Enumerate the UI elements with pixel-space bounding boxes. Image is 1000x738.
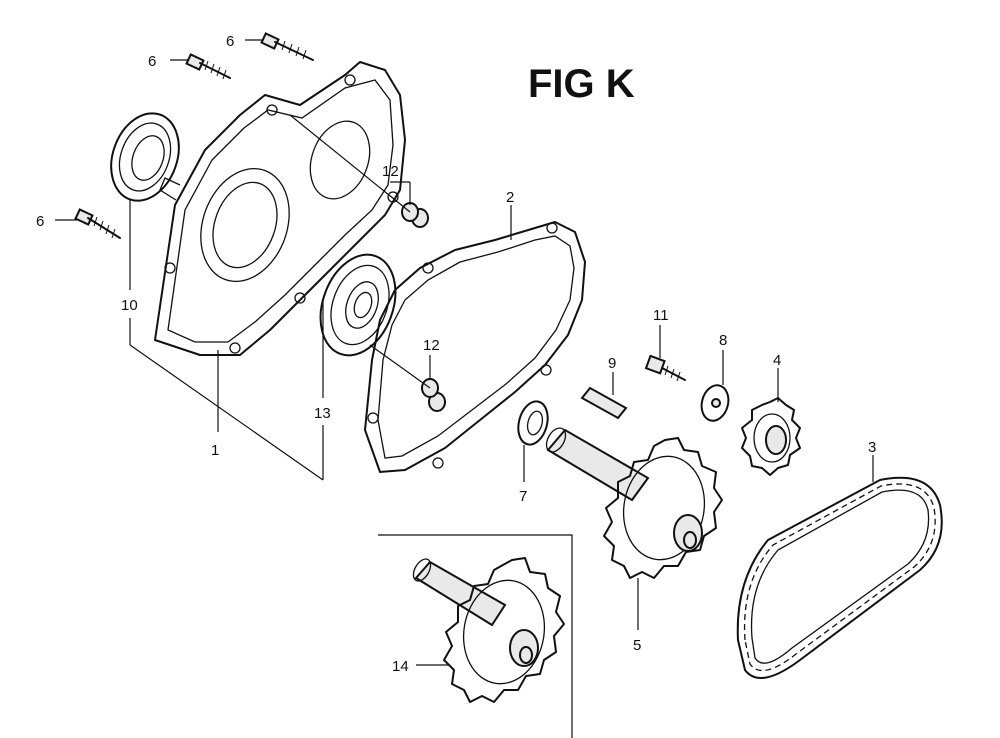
part-10-oil-seal [110, 112, 180, 202]
callout-14: 14 [392, 658, 409, 675]
part-14-alt-shaft-sprocket [412, 557, 565, 703]
part-8-washer [700, 384, 730, 422]
part-4-small-sprocket [741, 397, 801, 476]
callout-11: 11 [653, 307, 669, 324]
part-11-bolt [644, 354, 686, 382]
callout-8: 8 [719, 332, 727, 349]
part-7-washer [517, 400, 549, 446]
leader-lines [55, 39, 874, 666]
callout-10: 10 [121, 297, 138, 314]
part-2-gasket [364, 221, 586, 473]
callout-6-top-right: 6 [226, 33, 234, 50]
callout-6-top-left: 6 [148, 53, 156, 70]
callout-3: 3 [868, 439, 876, 456]
part-12-dowel-pin-lower [421, 378, 446, 412]
callout-12-upper: 12 [382, 163, 399, 180]
part-6-bolt-left [74, 208, 121, 239]
part-6-bolt-top-right [260, 32, 314, 61]
callout-6-left: 6 [36, 213, 44, 230]
callout-1: 1 [211, 442, 219, 459]
part-6-bolt-top-left [185, 53, 231, 80]
callout-5: 5 [633, 637, 641, 654]
part-13-bearing [319, 253, 397, 357]
callout-7: 7 [519, 488, 527, 505]
callout-12-lower: 12 [423, 337, 440, 354]
inset-frame [378, 534, 573, 738]
part-9-key [580, 386, 628, 420]
part-12-dowel-pin-upper [401, 202, 429, 228]
part-3-drive-chain [736, 476, 943, 679]
part-1-cover-housing [154, 61, 406, 356]
callout-4: 4 [773, 352, 781, 369]
callout-13: 13 [314, 405, 331, 422]
figure-title: FIG K [528, 62, 635, 106]
part-5-shaft-sprocket [545, 427, 723, 579]
callout-2: 2 [506, 189, 514, 206]
callout-9: 9 [608, 355, 616, 372]
